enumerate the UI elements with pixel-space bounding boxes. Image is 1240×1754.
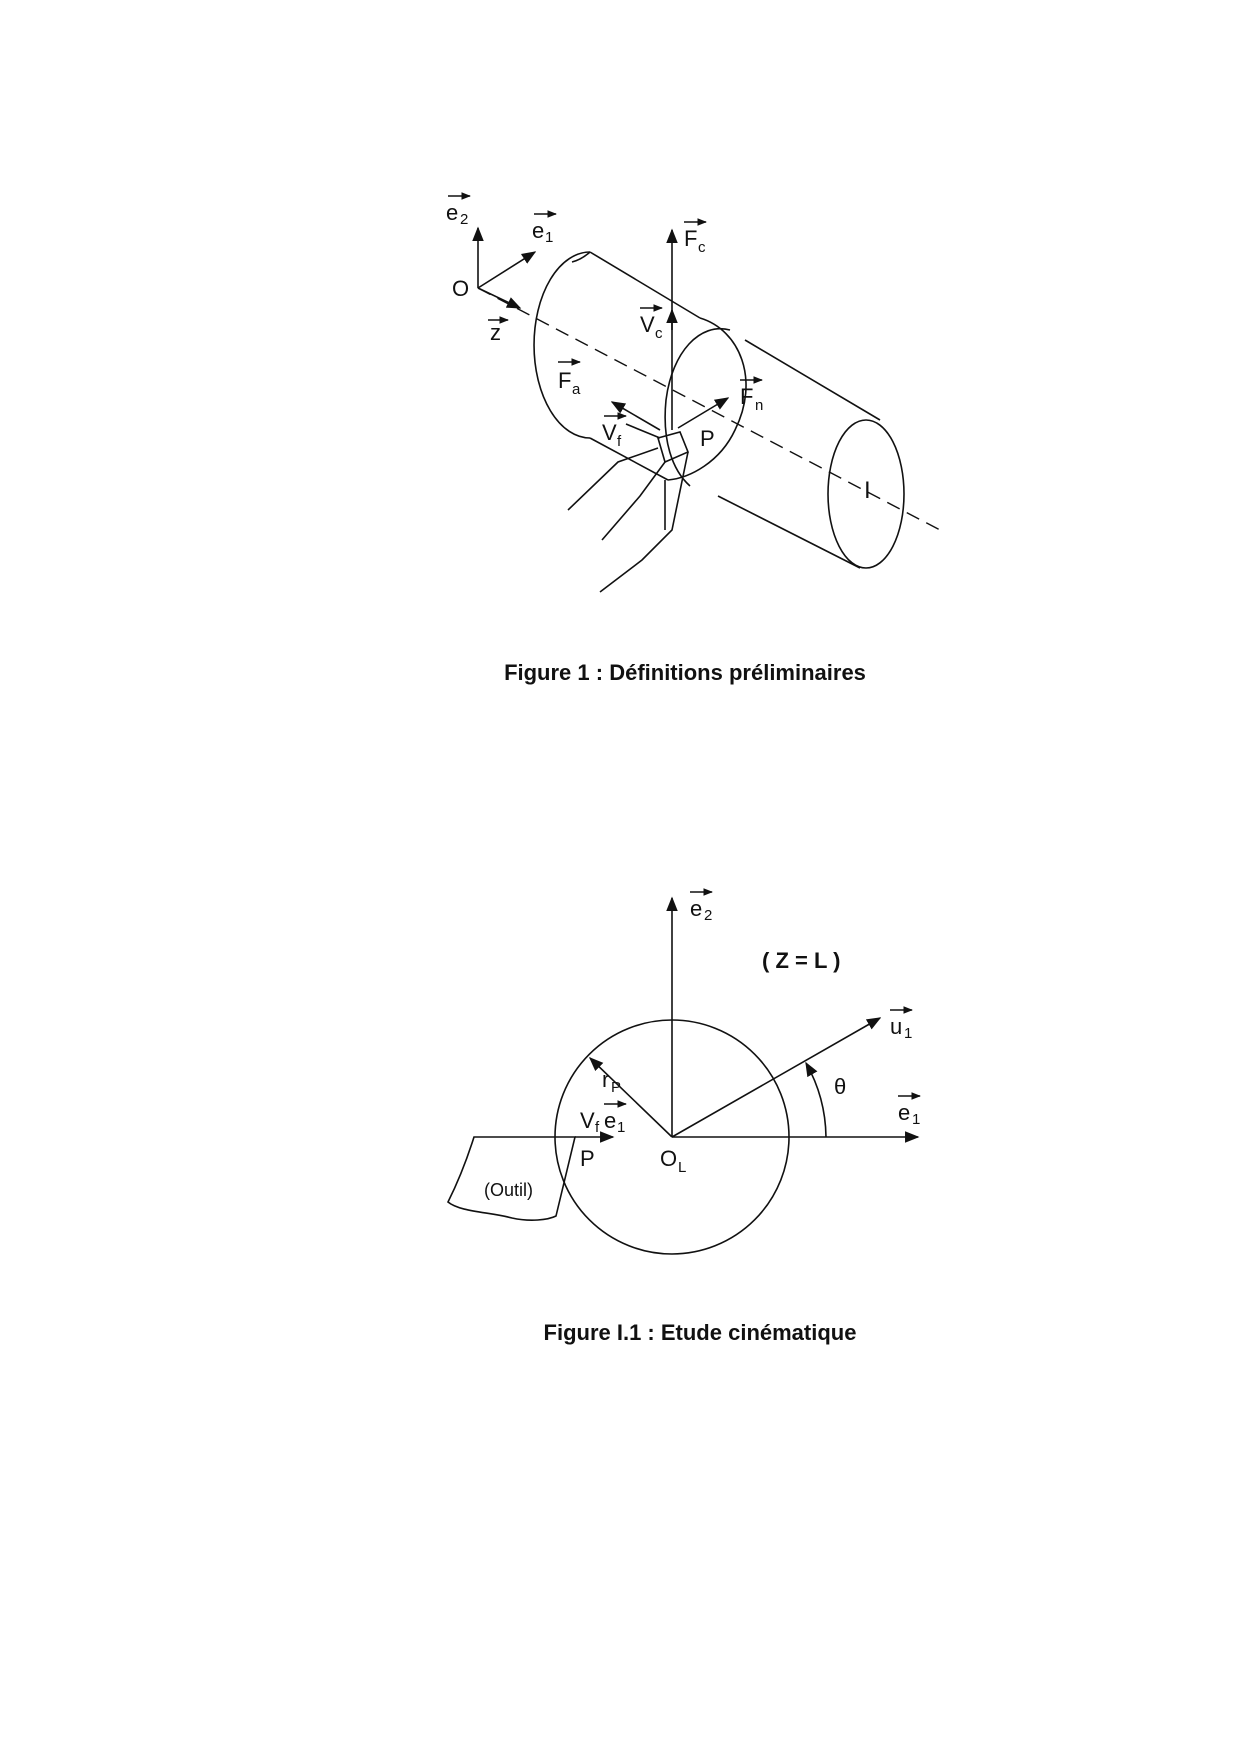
label-point-P: P — [700, 426, 715, 451]
svg-text:1: 1 — [545, 229, 553, 246]
svg-text:V: V — [580, 1108, 595, 1133]
label-e2: e 2 — [690, 888, 713, 924]
svg-text:n: n — [755, 397, 763, 414]
label-Vf-e1: V f e 1 — [580, 1100, 627, 1136]
label-theta: θ — [834, 1074, 846, 1099]
svg-text:2: 2 — [704, 907, 712, 924]
label-rP: r P — [602, 1067, 621, 1096]
large-cylinder-bottom-edge — [589, 437, 669, 481]
Fn-arrow — [677, 397, 730, 429]
svg-text:e: e — [446, 200, 458, 225]
svg-text:z: z — [490, 320, 501, 345]
svg-text:e: e — [898, 1100, 910, 1125]
svg-text:1: 1 — [912, 1111, 920, 1128]
workpiece-small-cylinder — [717, 339, 905, 569]
svg-text:e: e — [604, 1108, 616, 1133]
shoulder-inner-arc — [664, 327, 731, 487]
tool-shank-edge-1 — [567, 447, 659, 511]
Vf-arrow — [610, 401, 661, 431]
svg-text:e: e — [690, 896, 702, 921]
svg-text:O: O — [660, 1146, 677, 1171]
figure-1-diagram: e 2 e 1 O z F c V c F a F n V f P I — [446, 192, 941, 593]
small-cylinder-end-face — [827, 419, 905, 569]
svg-text:c: c — [655, 325, 663, 342]
small-cylinder-top-edge — [744, 339, 881, 421]
label-Fc: F c — [684, 218, 707, 256]
label-point-P: P — [580, 1146, 595, 1171]
figure-2-caption: Figure I.1 : Etude cinématique — [543, 1320, 857, 1345]
svg-text:a: a — [572, 381, 581, 398]
svg-text:V: V — [602, 420, 617, 445]
label-e1: e 1 — [898, 1092, 921, 1128]
svg-text:f: f — [617, 433, 622, 450]
svg-text:1: 1 — [617, 1119, 625, 1136]
label-Vf: V f — [602, 412, 627, 450]
theta-arc — [805, 1061, 827, 1138]
frame-axes — [472, 226, 537, 309]
large-cylinder-left-face — [533, 251, 591, 439]
svg-text:r: r — [602, 1067, 609, 1092]
large-cylinder-top-edge — [589, 251, 701, 319]
svg-text:1: 1 — [904, 1025, 912, 1042]
label-plane-Z-equals-L: ( Z = L ) — [762, 948, 840, 973]
small-cylinder-bottom-edge — [717, 495, 861, 569]
label-e2: e 2 — [446, 192, 471, 228]
svg-text:e: e — [532, 218, 544, 243]
label-u1: u 1 — [890, 1006, 913, 1042]
tool-insert — [657, 431, 690, 464]
svg-text:F: F — [740, 384, 753, 409]
label-OL: O L — [660, 1146, 686, 1176]
u1-arrow — [671, 1017, 882, 1138]
tool-shank-edge-2 — [601, 461, 666, 541]
rP-arrow — [588, 1057, 673, 1138]
label-Fa: F a — [558, 358, 581, 398]
label-Fn: F n — [740, 376, 763, 414]
tool-shank-edge-3 — [599, 451, 689, 593]
svg-text:L: L — [678, 1159, 686, 1176]
svg-text:V: V — [640, 312, 655, 337]
figure-2-diagram: e 2 ( Z = L ) u 1 θ e 1 r P V f e 1 P O … — [447, 888, 921, 1255]
svg-text:c: c — [698, 239, 706, 256]
svg-text:f: f — [595, 1119, 600, 1136]
e1-axis-arrow — [477, 251, 537, 289]
label-Vc: V c — [640, 304, 663, 342]
svg-text:F: F — [558, 368, 571, 393]
label-point-I: I — [864, 477, 871, 504]
label-origin-O: O — [452, 276, 469, 301]
svg-text:P: P — [611, 1079, 621, 1096]
label-tool: (Outil) — [484, 1180, 533, 1200]
Fa-arrow — [625, 423, 661, 439]
figure-1-caption: Figure 1 : Définitions préliminaires — [504, 660, 866, 685]
svg-text:2: 2 — [460, 211, 468, 228]
tool-outline — [447, 1136, 577, 1221]
label-e1: e 1 — [532, 210, 557, 246]
label-z: z — [488, 316, 509, 345]
svg-text:F: F — [684, 226, 697, 251]
svg-text:u: u — [890, 1014, 902, 1039]
cutting-tool — [567, 431, 690, 593]
